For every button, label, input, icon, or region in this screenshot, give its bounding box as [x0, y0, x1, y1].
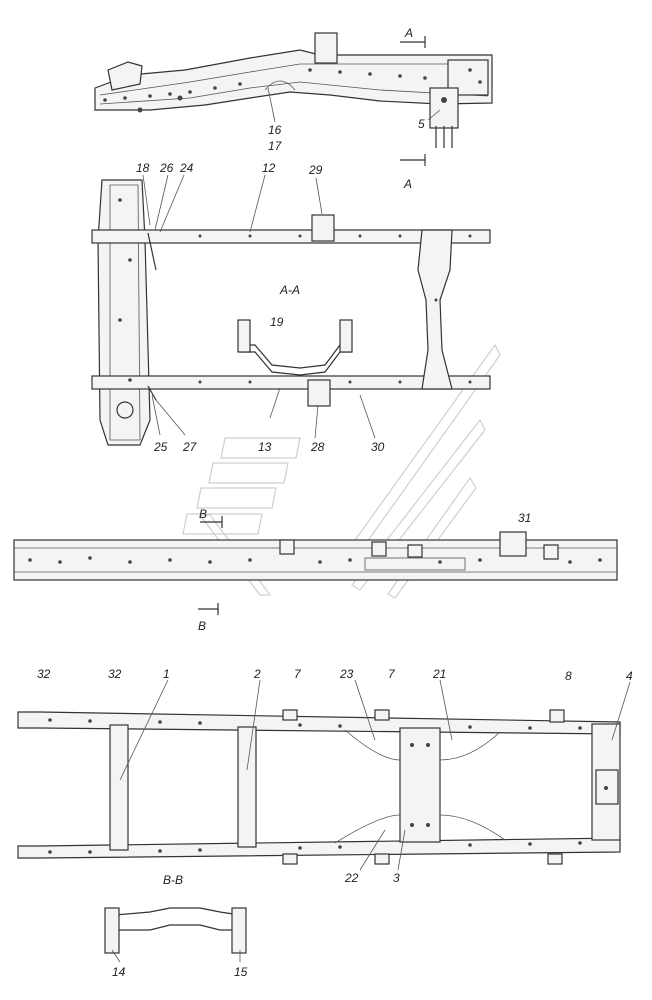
label-17: 17	[268, 139, 283, 153]
label-30: 30	[371, 440, 385, 454]
label-14: 14	[112, 965, 126, 979]
label-32-left: 32	[37, 667, 51, 681]
label-section-aa: A-A	[279, 283, 300, 297]
plan-view-rivets	[118, 198, 472, 384]
label-22: 22	[344, 871, 359, 885]
label-24: 24	[179, 161, 194, 175]
label-18: 18	[136, 161, 150, 175]
side-view-top	[94, 32, 493, 166]
section-bb-detail	[104, 907, 247, 954]
label-32-right: 32	[108, 667, 122, 681]
label-16: 16	[268, 123, 282, 137]
label-1: 1	[163, 667, 170, 681]
label-28: 28	[310, 440, 325, 454]
part-labels: A A 16 17 5 18 26 24 12 29 A-A 19 25 27 …	[37, 26, 633, 979]
side-view-rivets	[103, 68, 482, 113]
label-8: 8	[565, 669, 572, 683]
long-side-rivets	[28, 556, 602, 564]
long-side-view	[13, 516, 618, 615]
label-26: 26	[159, 161, 174, 175]
label-section-b-top: B	[199, 507, 207, 521]
label-23: 23	[339, 667, 354, 681]
label-29: 29	[308, 163, 323, 177]
leader-lines	[111, 87, 631, 963]
bottom-plan-view	[17, 709, 621, 865]
label-25: 25	[153, 440, 168, 454]
label-15: 15	[234, 965, 248, 979]
plan-view	[91, 179, 491, 446]
label-4: 4	[626, 669, 633, 683]
section-aa-detail	[237, 319, 353, 376]
label-section-bb: B-B	[163, 873, 183, 887]
label-3: 3	[393, 871, 400, 885]
label-7-left: 7	[294, 667, 302, 681]
bottom-plan-rivets	[48, 718, 608, 854]
label-2: 2	[253, 667, 261, 681]
label-21: 21	[432, 667, 446, 681]
label-12: 12	[262, 161, 276, 175]
label-section-a-top: A	[404, 26, 413, 40]
label-section-a-bottom: A	[403, 177, 412, 191]
label-19: 19	[270, 315, 284, 329]
label-13: 13	[258, 440, 272, 454]
label-7-right: 7	[388, 667, 396, 681]
label-27: 27	[182, 440, 198, 454]
label-31: 31	[518, 511, 531, 525]
label-section-b-bottom: B	[198, 619, 206, 633]
label-5: 5	[418, 117, 425, 131]
